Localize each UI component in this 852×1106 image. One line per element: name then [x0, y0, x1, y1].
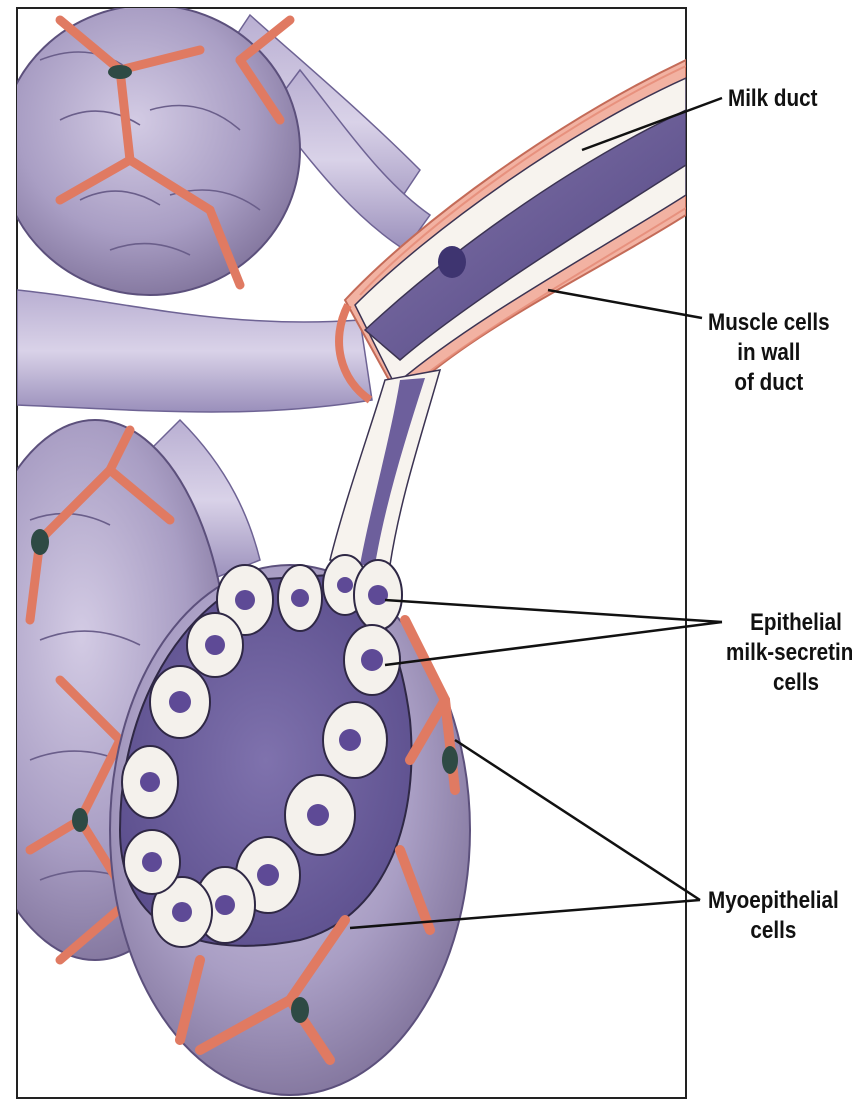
label-myoepithelial-cells: Myoepithelial cells: [708, 886, 839, 946]
label-epithelial-cells: Epithelial milk-secreting cells: [726, 608, 852, 698]
label-muscle-cells: Muscle cells in wall of duct: [708, 308, 830, 398]
label-milk-duct: Milk duct: [728, 84, 817, 114]
lobule-upper-left: [0, 5, 300, 295]
